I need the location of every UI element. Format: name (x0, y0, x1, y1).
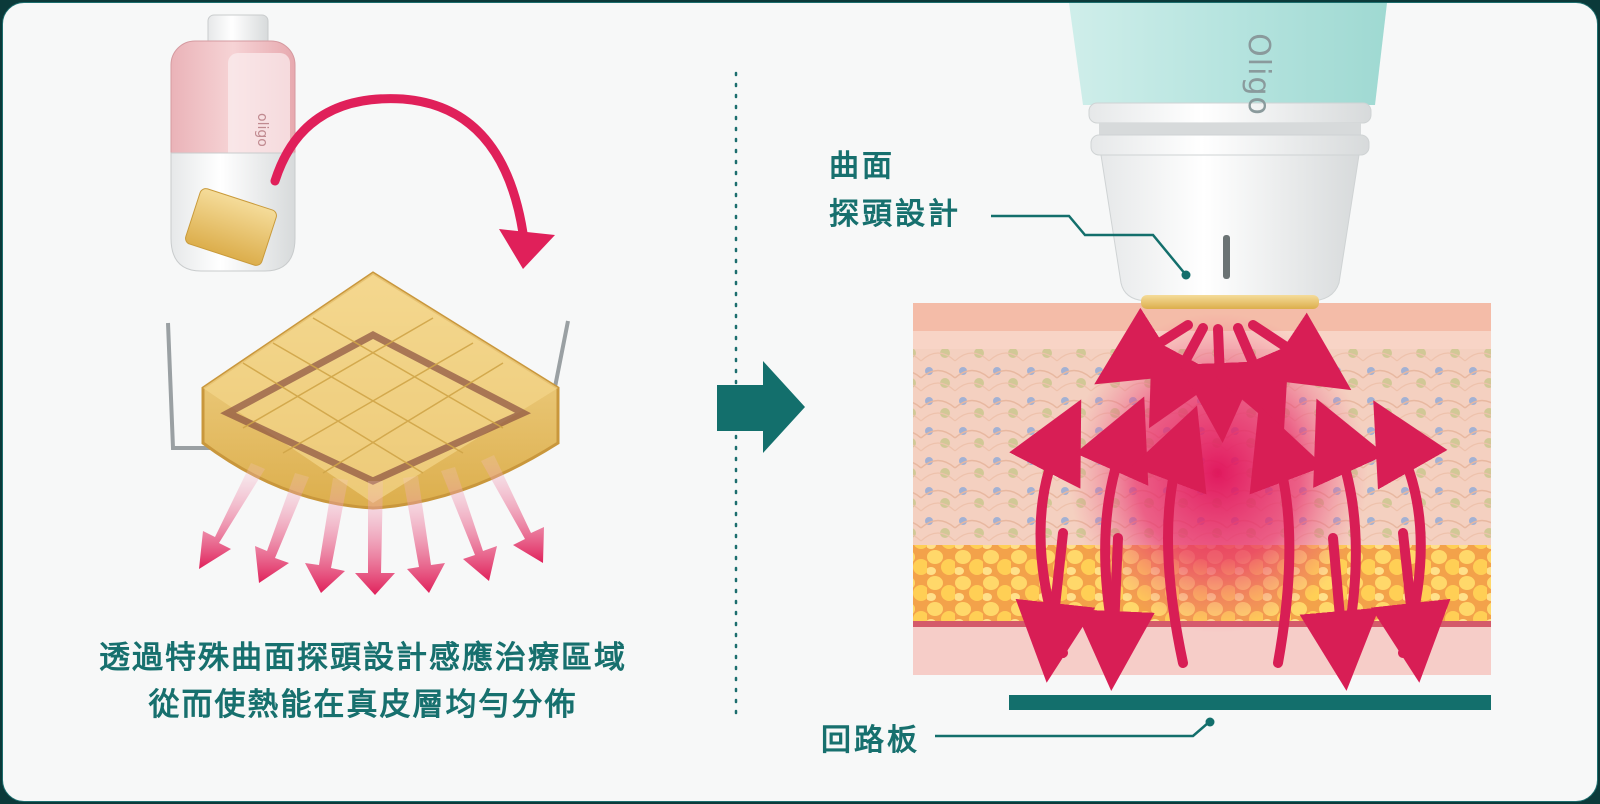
device-brand-label: Oligo (1240, 33, 1276, 116)
svg-text:oligo: oligo (254, 113, 270, 147)
caption: 透過特殊曲面探頭設計感應治療區域 從而使熱能在真皮層均勻分佈 (43, 635, 683, 729)
rf-device-head (1069, 3, 1387, 309)
rotate-arrow-head (499, 229, 555, 269)
probe-cartridge: oligo (170, 14, 296, 272)
return-plate (1009, 695, 1491, 710)
caption-line2: 從而使熱能在真皮層均勻分佈 (148, 687, 578, 723)
rotate-arrow (270, 94, 528, 238)
curved-probe-label-line2: 探頭設計 (829, 197, 961, 232)
probe-leader-dot (1181, 270, 1191, 280)
plate-leader-line (935, 722, 1209, 738)
curved-electrode (166, 271, 570, 510)
curved-probe-label-line1: 曲面 (829, 149, 895, 184)
illustration: oligo (166, 3, 1491, 738)
heat-arrows-left (199, 455, 544, 595)
heat-arrows-right (1009, 307, 1451, 691)
return-plate-label: 回路板 (821, 723, 920, 758)
probe-leader-line (991, 214, 1187, 276)
caption-line1: 透過特殊曲面探頭設計感應治療區域 (99, 640, 627, 676)
curved-probe-label: 曲面 探頭設計 (829, 143, 961, 239)
next-arrow (717, 361, 805, 453)
skin-cross-section (913, 303, 1491, 675)
plate-leader-dot (1205, 717, 1215, 727)
